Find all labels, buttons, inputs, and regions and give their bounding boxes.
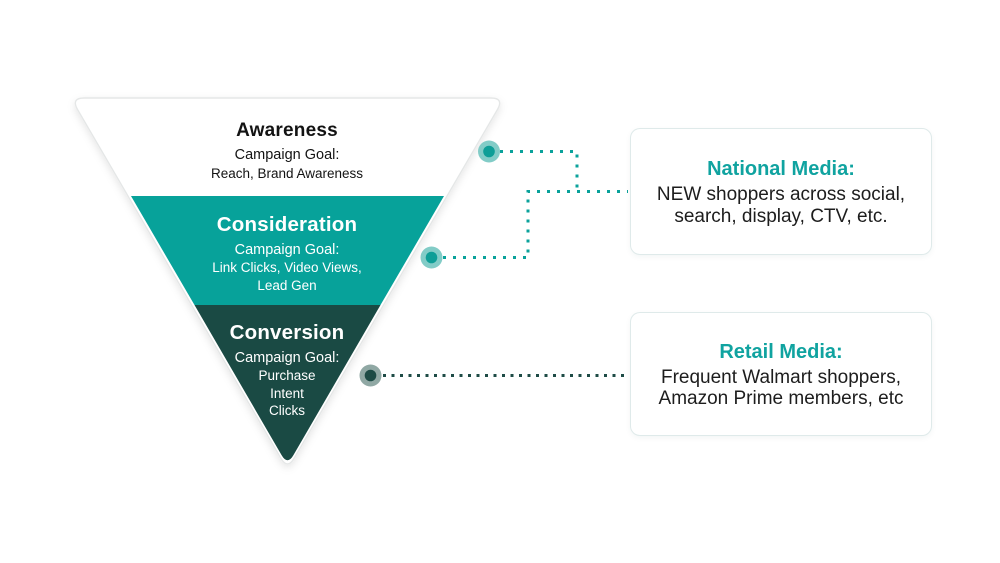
callout-national-media-title: National Media: xyxy=(707,158,855,180)
callout-retail-media-line: Amazon Prime members, etc xyxy=(658,388,904,409)
callout-retail-media-line: Frequent Walmart shoppers, xyxy=(660,366,902,388)
callout-retail-media-title: Retail Media: xyxy=(719,340,843,363)
connector-dot-awareness xyxy=(478,140,500,163)
connector-consideration-line xyxy=(443,190,628,259)
funnel-consideration-shape xyxy=(131,196,444,305)
callout-national-media-line: search, display, CTV, etc. xyxy=(674,205,888,227)
callout-national-media: National Media: NEW shoppers across soci… xyxy=(630,128,932,255)
funnel-conversion-shape xyxy=(194,305,381,461)
connector-dot-conversion xyxy=(359,364,382,387)
callout-retail-media: Retail Media: Frequent Walmart shoppers,… xyxy=(630,312,932,436)
connector-awareness-line xyxy=(500,150,579,190)
callout-national-media-line: NEW shoppers across social, xyxy=(656,184,906,205)
connector-dot-consideration xyxy=(420,246,443,269)
